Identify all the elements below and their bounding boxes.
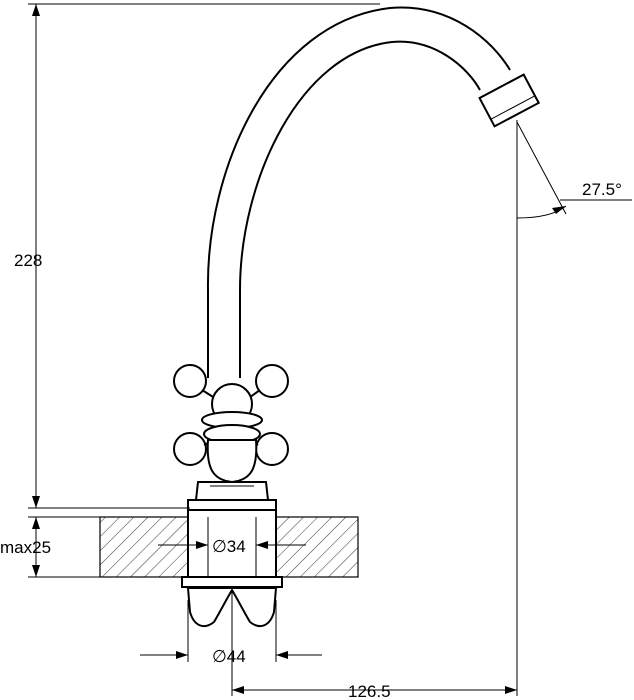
counter-thickness-label: max25 <box>0 538 51 557</box>
dimension-counter-thickness: max25 <box>0 516 100 578</box>
dimension-hole-diameter: ∅34 <box>158 537 306 556</box>
height-label: 228 <box>14 251 42 270</box>
hole-diameter-label: ∅34 <box>212 537 246 556</box>
spout <box>206 6 541 378</box>
dimension-spout-angle: 27.5° <box>516 121 632 219</box>
countertop <box>99 509 359 583</box>
upper-cross-handle <box>173 364 289 429</box>
faucet-base <box>187 481 277 511</box>
lower-cross-handle <box>173 424 289 484</box>
dimension-height: 228 <box>14 3 380 509</box>
aerator-tip <box>478 73 541 128</box>
nut-diameter-label: ∅44 <box>212 647 246 666</box>
dimension-nut-diameter: ∅44 <box>140 600 322 666</box>
dimension-spout-reach: 126.5 <box>231 120 518 700</box>
spout-reach-label: 126.5 <box>348 682 391 700</box>
spout-angle-label: 27.5° <box>582 180 622 199</box>
